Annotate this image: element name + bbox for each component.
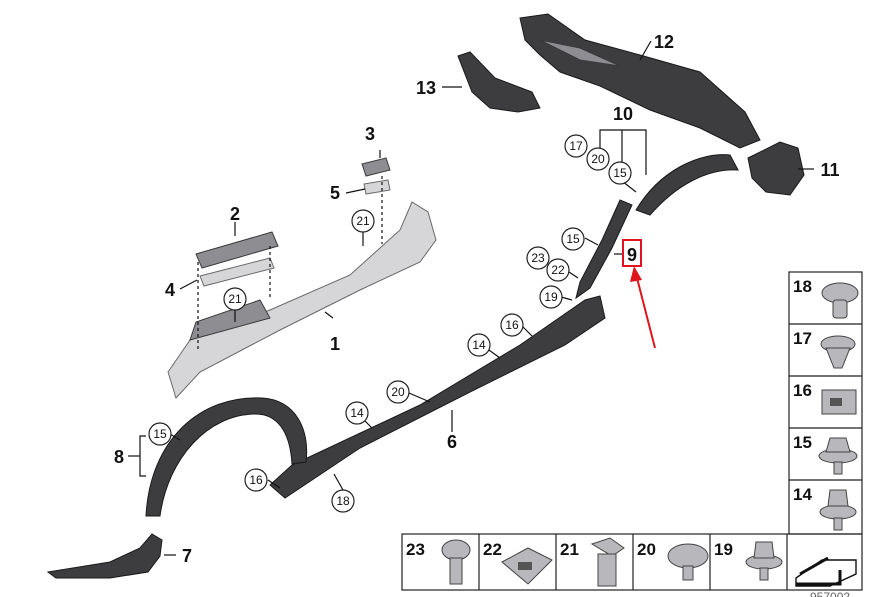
part-7-trim — [46, 533, 163, 579]
fastener-panel-vertical: 18 17 16 15 14 — [788, 271, 863, 535]
svg-text:15: 15 — [566, 232, 580, 246]
fastener-cell-17: 17 — [793, 329, 856, 369]
part-10-arch — [635, 154, 739, 216]
circled-19: 19 — [539, 285, 563, 309]
part-4-plate — [199, 257, 275, 287]
callout-10: 10 — [613, 104, 633, 124]
callout-12: 12 — [654, 32, 674, 52]
fastener-cell-16: 16 — [793, 381, 857, 415]
svg-text:22: 22 — [483, 540, 502, 559]
circled-21-a: 21 — [223, 287, 247, 311]
svg-text:17: 17 — [793, 329, 812, 348]
fastener-panel-bottom: 23 22 21 20 19 — [401, 533, 863, 591]
callout-9: 9 — [627, 245, 637, 265]
circled-16-a: 16 — [500, 313, 524, 337]
svg-text:17: 17 — [569, 139, 583, 153]
arrow-symbol-cell — [795, 556, 857, 587]
svg-text:22: 22 — [551, 263, 565, 277]
svg-text:16: 16 — [249, 473, 263, 487]
part-12-panel — [519, 13, 761, 149]
circled-22: 22 — [546, 258, 570, 282]
svg-text:21: 21 — [560, 540, 579, 559]
part-11-bracket — [747, 141, 805, 196]
part-5-plate — [363, 179, 391, 195]
circled-20-b: 20 — [386, 380, 410, 404]
svg-text:23: 23 — [531, 251, 545, 265]
svg-text:16: 16 — [793, 381, 812, 400]
circled-18: 18 — [331, 489, 355, 513]
callout-4: 4 — [165, 280, 175, 300]
highlight-arrow-head — [630, 266, 642, 282]
svg-text:19: 19 — [714, 540, 733, 559]
svg-text:14: 14 — [472, 338, 486, 352]
callout-5: 5 — [330, 183, 340, 203]
svg-text:18: 18 — [336, 494, 350, 508]
svg-text:21: 21 — [356, 214, 370, 228]
fastener-cell-23: 23 — [406, 539, 471, 585]
callout-2: 2 — [230, 204, 240, 224]
callout-1: 1 — [330, 334, 340, 354]
circled-14-b: 14 — [345, 401, 369, 425]
fastener-cell-22: 22 — [483, 540, 553, 585]
leader-lines — [128, 40, 814, 556]
fastener-cell-14: 14 — [793, 485, 857, 531]
svg-text:18: 18 — [793, 277, 812, 296]
circled-17: 17 — [564, 134, 588, 158]
highlight-arrow-shaft — [636, 277, 656, 349]
circled-16-b: 16 — [244, 468, 268, 492]
highlight-callout-9: 9 — [622, 239, 656, 349]
svg-text:19: 19 — [544, 290, 558, 304]
svg-text:14: 14 — [793, 485, 812, 504]
circled-15-c: 15 — [148, 422, 172, 446]
callout-3: 3 — [365, 124, 375, 144]
part-1-reinforcement — [167, 201, 437, 399]
part-3-plate — [361, 157, 391, 177]
svg-text:20: 20 — [591, 152, 605, 166]
svg-text:16: 16 — [505, 318, 519, 332]
callout-13: 13 — [416, 78, 436, 98]
callout-8: 8 — [114, 447, 124, 467]
part-2-plate — [195, 231, 279, 269]
fastener-cell-18: 18 — [793, 277, 859, 319]
part-9-strip — [575, 199, 633, 300]
fastener-cell-21: 21 — [560, 537, 625, 587]
fastener-cell-15: 15 — [793, 433, 858, 475]
svg-text:15: 15 — [613, 166, 627, 180]
part-6-sill — [269, 295, 606, 499]
circled-refs: 21 21 17 20 15 15 23 22 19 16 14 20 14 1… — [148, 134, 632, 513]
part-8-arch — [145, 397, 308, 517]
svg-text:15: 15 — [153, 427, 167, 441]
circled-14-a: 14 — [467, 333, 491, 357]
fastener-cell-20: 20 — [637, 540, 709, 581]
circled-15-b: 15 — [561, 227, 585, 251]
callout-11: 11 — [820, 160, 839, 180]
fastener-cell-19: 19 — [714, 540, 783, 581]
svg-text:14: 14 — [350, 406, 364, 420]
svg-text:21: 21 — [228, 292, 242, 306]
part-13-cover — [457, 51, 541, 113]
callout-labels: 1 2 3 4 5 6 7 8 10 11 12 13 — [114, 32, 840, 566]
highlight-box — [622, 239, 642, 267]
svg-text:20: 20 — [637, 540, 656, 559]
circled-20-a: 20 — [586, 147, 610, 171]
circled-15-a: 15 — [608, 161, 632, 185]
svg-text:23: 23 — [406, 540, 425, 559]
circled-21-b: 21 — [351, 209, 375, 233]
svg-text:20: 20 — [391, 385, 405, 399]
svg-text:15: 15 — [793, 433, 812, 452]
footer-code: 957002 — [810, 590, 850, 597]
callout-7: 7 — [182, 546, 192, 566]
circled-23: 23 — [526, 246, 550, 270]
callout-6: 6 — [447, 432, 457, 452]
